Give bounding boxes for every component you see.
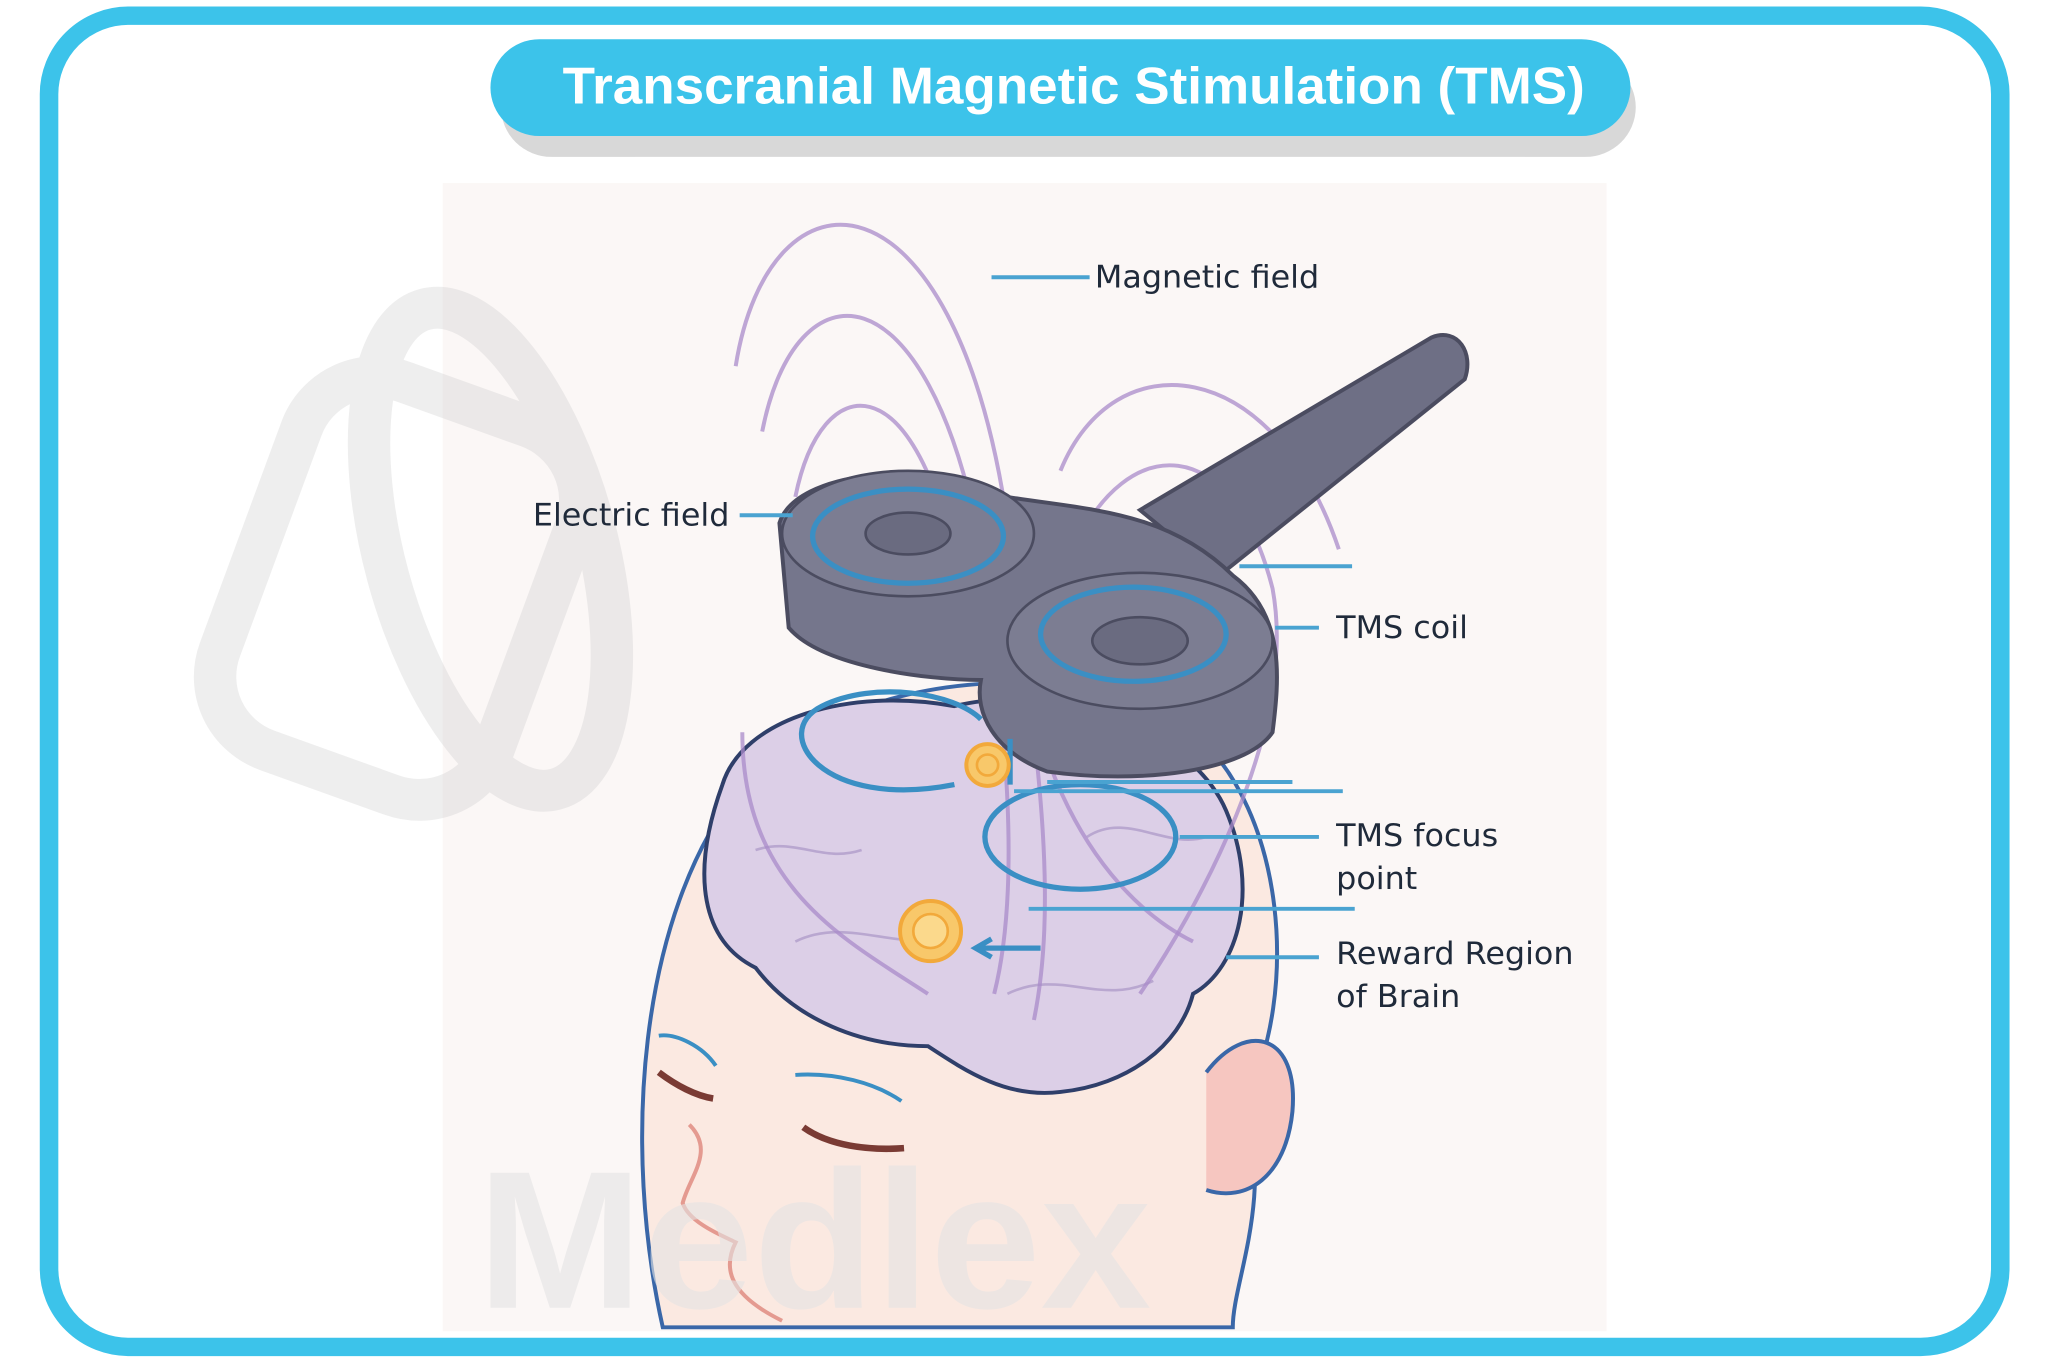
coil-center-left: [864, 511, 952, 556]
reward-region-marker: [898, 899, 964, 964]
coil-handle: [1136, 333, 1470, 578]
label-focus-line1: TMS focus: [1335, 818, 1498, 854]
label-reward-line1: Reward Region: [1336, 936, 1573, 972]
eyebrow-right: [795, 1072, 903, 1103]
label-magnetic-field: Magnetic field: [1095, 260, 1319, 296]
leader-lines: [739, 275, 1355, 960]
label-tms-coil: TMS coil: [1335, 610, 1468, 646]
page-title: Transcranial Magnetic Stimulation (TMS): [563, 57, 1585, 116]
watermark-logo: [193, 286, 634, 821]
ear: [1204, 1038, 1295, 1196]
label-reward-line2: of Brain: [1336, 979, 1460, 1015]
electric-field-loops: [799, 486, 1229, 892]
title-banner: [490, 39, 1631, 136]
face-profile: [680, 1123, 783, 1323]
eye-closed-left: [656, 1069, 714, 1102]
coil-center-right: [1090, 615, 1190, 666]
eye-closed-right: [801, 1124, 905, 1153]
watermark-text: Medlex: [477, 1130, 1151, 1349]
tms-focus-point: [964, 742, 1011, 788]
reward-arrow: [970, 936, 1041, 960]
label-focus-line2: point: [1336, 861, 1417, 897]
eyebrow-left: [658, 1033, 718, 1067]
label-electric-field: Electric field: [533, 498, 730, 534]
